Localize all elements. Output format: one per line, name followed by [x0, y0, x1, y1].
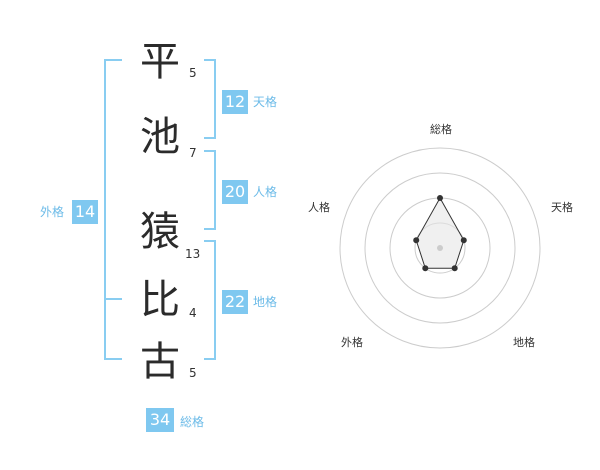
radar-point-5: [413, 237, 420, 244]
radar-point-1: [437, 195, 443, 201]
radar-axis-label-chikaku: 地格: [513, 336, 535, 349]
radar-axis-label-tenkaku: 天格: [551, 201, 573, 214]
radar-point-4: [422, 265, 429, 272]
tenkaku-bracket: [204, 59, 216, 139]
name-char-5: 古: [140, 339, 180, 385]
radar-axis-label-jinkaku: 人格: [308, 201, 330, 214]
radar-point-2: [460, 237, 467, 244]
radar-center-point: [437, 245, 443, 251]
name-char-2: 池: [140, 114, 180, 160]
gaikaku-label: 外格: [40, 205, 65, 219]
gaikaku-value: 14: [72, 200, 98, 224]
radar-axis-label-gaikaku: 外格: [341, 336, 363, 349]
stroke-count-2: 7: [189, 146, 197, 160]
radar-value-polygon: [415, 196, 465, 269]
radar-axis-label-soukaku: 総格: [430, 123, 452, 136]
tenkaku-value: 12: [222, 90, 248, 114]
jinkaku-label: 人格: [253, 185, 278, 199]
tenkaku-label: 天格: [253, 95, 278, 109]
radar-point-3: [451, 265, 458, 272]
chikaku-value: 22: [222, 290, 248, 314]
name-char-3: 猿: [140, 209, 180, 255]
stroke-count-5: 5: [189, 366, 197, 380]
radar-ring-1: [414, 222, 466, 274]
stroke-count-1: 5: [189, 66, 197, 80]
stroke-count-3: 13: [185, 247, 201, 261]
chikaku-bracket: [204, 240, 216, 360]
soukaku-label: 総格: [180, 415, 205, 429]
name-char-4: 比: [140, 277, 180, 323]
jinkaku-value: 20: [222, 180, 248, 204]
gaikaku-bracket: [104, 59, 122, 360]
radar-ring-3: [364, 172, 516, 324]
name-char-1: 平: [140, 39, 180, 85]
radar-ring-4: [339, 147, 541, 349]
chikaku-label: 地格: [253, 295, 278, 309]
stroke-count-4: 4: [189, 306, 197, 320]
radar-ring-2: [389, 197, 491, 299]
gaikaku-bracket-mid: [104, 298, 122, 300]
soukaku-value: 34: [146, 408, 174, 432]
jinkaku-bracket: [204, 150, 216, 230]
